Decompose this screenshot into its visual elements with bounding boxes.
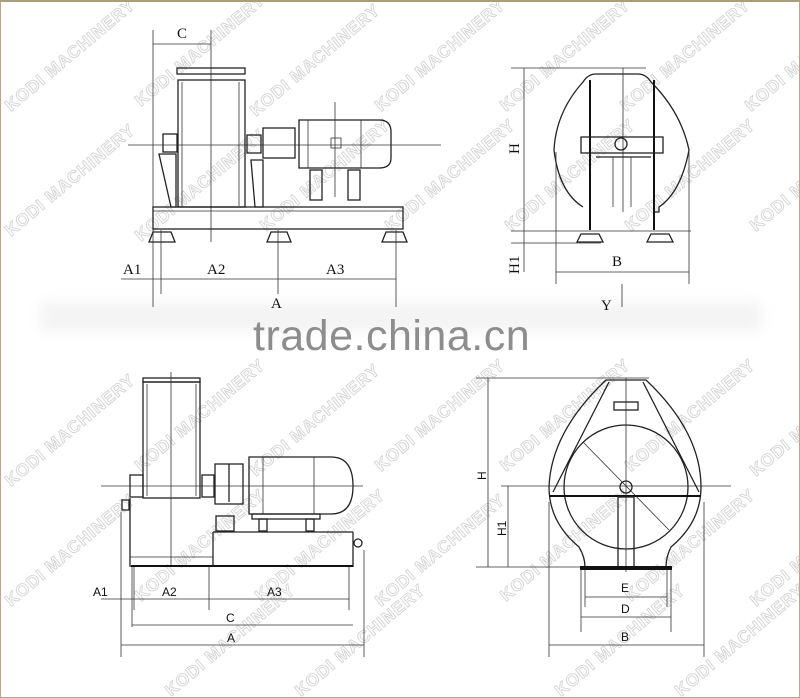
svg-text:KODI MACHINERY: KODI MACHINERY xyxy=(256,115,393,235)
dim-label-e: E xyxy=(621,581,629,595)
dim-label-h: H xyxy=(475,471,489,480)
svg-text:KODI MACHINERY: KODI MACHINERY xyxy=(131,2,268,110)
svg-text:KODI MACHINERY: KODI MACHINERY xyxy=(741,2,800,115)
svg-text:KODI MACHINERY: KODI MACHINERY xyxy=(616,2,753,115)
dim-label-b: B xyxy=(612,254,622,270)
svg-text:KODI MACHINERY: KODI MACHINERY xyxy=(246,2,383,120)
svg-text:KODI MACHINERY: KODI MACHINERY xyxy=(496,355,633,475)
end-view-lower: H H1 E D B xyxy=(475,377,731,657)
end-view-upper: H H1 B Y xyxy=(507,67,691,314)
dim-label-a2: A2 xyxy=(162,585,177,599)
side-view-lower: A1 A2 A3 C A xyxy=(93,372,365,657)
dim-label-h1: H1 xyxy=(507,256,523,274)
dim-label-d: D xyxy=(621,602,630,616)
dim-label-a2: A2 xyxy=(207,262,225,278)
dim-label-b: B xyxy=(621,630,629,644)
dim-label-h1: H1 xyxy=(495,520,509,536)
dim-label-y: Y xyxy=(601,298,612,314)
site-watermark: trade.china.cn xyxy=(253,312,531,360)
svg-text:KODI MACHINERY: KODI MACHINERY xyxy=(621,355,758,475)
dim-label-a3: A3 xyxy=(267,585,282,599)
dim-label-h: H xyxy=(507,143,523,154)
watermark-band xyxy=(41,302,761,332)
svg-text:KODI MACHINERY: KODI MACHINERY xyxy=(131,125,268,245)
dim-label-c: C xyxy=(177,26,187,42)
svg-text:KODI MACHINERY: KODI MACHINERY xyxy=(246,360,383,480)
svg-text:KODI MACHINERY: KODI MACHINERY xyxy=(671,580,800,698)
svg-text:KODI MACHINERY: KODI MACHINERY xyxy=(621,115,758,235)
svg-text:KODI MACHINERY: KODI MACHINERY xyxy=(131,485,268,605)
dim-label-a: A xyxy=(271,296,282,312)
svg-text:KODI MACHINERY: KODI MACHINERY xyxy=(291,580,428,698)
svg-text:KODI MACHINERY: KODI MACHINERY xyxy=(1,370,138,490)
dim-label-a: A xyxy=(227,631,235,645)
side-view-upper: C xyxy=(121,26,441,312)
dim-label-c: C xyxy=(226,611,235,625)
svg-text:KODI MACHINERY: KODI MACHINERY xyxy=(501,115,638,235)
svg-text:KODI MACHINERY: KODI MACHINERY xyxy=(746,360,800,480)
svg-text:KODI MACHINERY: KODI MACHINERY xyxy=(496,2,633,115)
svg-text:KODI MACHINERY: KODI MACHINERY xyxy=(1,2,138,115)
svg-text:KODI MACHINERY: KODI MACHINERY xyxy=(1,490,138,610)
svg-text:KODI MACHINERY: KODI MACHINERY xyxy=(621,485,758,605)
svg-text:KODI MACHINERY: KODI MACHINERY xyxy=(496,485,633,605)
svg-text:KODI MACHINERY: KODI MACHINERY xyxy=(371,2,508,115)
svg-text:KODI MACHINERY: KODI MACHINERY xyxy=(1,120,138,240)
dim-label-a3: A3 xyxy=(326,262,344,278)
svg-text:KODI MACHINERY: KODI MACHINERY xyxy=(381,115,518,235)
dim-label-a1: A1 xyxy=(93,585,108,599)
dim-label-a1: A1 xyxy=(123,262,141,278)
